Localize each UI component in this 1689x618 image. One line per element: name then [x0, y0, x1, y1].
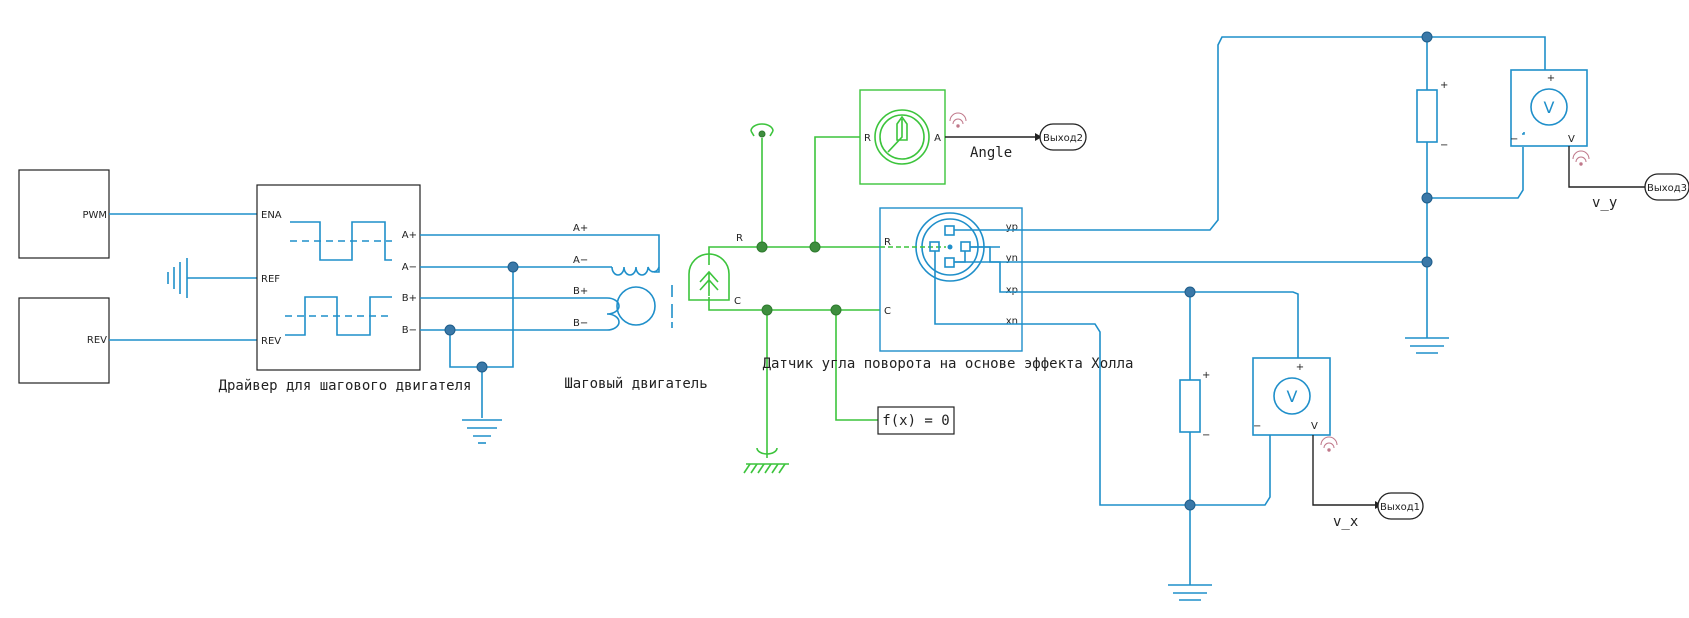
wire-vy-output[interactable]: [1568, 146, 1645, 188]
rev-port-label: REV: [87, 335, 107, 346]
svg-text:+: +: [1547, 73, 1555, 84]
junction: [1184, 499, 1196, 511]
junction: [830, 304, 842, 316]
mech-port-c: C: [734, 296, 741, 307]
driver-port-ref: REF: [261, 274, 280, 285]
wire-y-to-voltmeter[interactable]: [1427, 36, 1546, 70]
vx-signal-label: v_x: [1333, 514, 1358, 530]
mechanical-ground-icon: [743, 447, 789, 474]
hall-port-yp: yp: [1006, 222, 1018, 233]
motor-coil-a-icon: [611, 266, 660, 276]
signal-log-icon: [1572, 150, 1590, 166]
junction: [756, 241, 768, 253]
svg-text:V: V: [1311, 421, 1318, 432]
motor-port-a-minus: A−: [573, 255, 588, 266]
svg-text:−: −: [1253, 421, 1261, 432]
junction: [476, 361, 488, 373]
driver-port-a-plus: A+: [402, 230, 417, 241]
angle-sensor-port-r: R: [864, 133, 871, 144]
driver-ground-icon: [462, 419, 502, 444]
wire-a-plus[interactable]: [420, 234, 660, 273]
hall-port-r: R: [884, 237, 891, 248]
resistor-x[interactable]: + −: [1179, 370, 1210, 441]
motor-port-b-minus: B−: [573, 318, 588, 329]
svg-text:−: −: [1440, 140, 1448, 151]
wire-mech-r[interactable]: [708, 246, 880, 265]
ref-ground-icon: [167, 258, 257, 298]
wire-vx-output[interactable]: [1312, 435, 1375, 506]
output1-port[interactable]: Выход1: [1377, 492, 1424, 520]
svg-text:Выход3: Выход3: [1647, 183, 1687, 194]
motor-rotor-icon: [616, 286, 656, 326]
pwm-port-label: PWM: [82, 210, 107, 221]
svg-text:+: +: [1202, 370, 1210, 381]
driver-caption: Драйвер для шагового двигателя: [219, 378, 472, 394]
y-ground-icon: [1405, 337, 1449, 354]
wire-xp[interactable]: [1022, 291, 1299, 358]
svg-text:+: +: [1440, 80, 1448, 91]
svg-text:V: V: [1544, 98, 1555, 117]
wire-b-minus-ground[interactable]: [449, 330, 483, 418]
svg-text:Выход2: Выход2: [1043, 133, 1083, 144]
vy-signal-label: v_y: [1592, 195, 1617, 211]
hall-port-yn: yn: [1006, 253, 1018, 264]
stepper-motor-block[interactable]: A+ A− B+ B−: [573, 223, 730, 331]
hall-sensor-caption: Датчик угла поворота на основе эффекта Х…: [763, 356, 1134, 372]
rev-source-block[interactable]: REV: [18, 297, 110, 384]
driver-port-rev: REV: [261, 336, 281, 347]
angle-sensor-port-a: A: [934, 133, 941, 144]
pwm-source-block[interactable]: PWM: [18, 169, 110, 259]
stepper-driver-block[interactable]: ENA REF REV A+ A− B+ B−: [256, 184, 421, 371]
junction: [1421, 31, 1433, 43]
resistor-y[interactable]: + −: [1416, 80, 1448, 151]
junction: [1421, 256, 1433, 268]
svg-text:−: −: [1202, 430, 1210, 441]
driver-port-b-minus: B−: [402, 325, 417, 336]
svg-text:V: V: [1287, 387, 1298, 406]
output3-port[interactable]: Выход3: [1644, 173, 1689, 201]
wire-xn[interactable]: [1022, 323, 1190, 506]
voltmeter-x-block[interactable]: V + − V: [1252, 357, 1331, 436]
hall-port-xn: xn: [1006, 316, 1018, 327]
driver-port-ena: ENA: [261, 210, 282, 221]
driver-port-a-minus: A−: [402, 262, 417, 273]
svg-text:−: −: [1510, 134, 1518, 145]
junction: [761, 304, 773, 316]
motor-caption: Шаговый двигатель: [564, 376, 707, 392]
junction: [809, 241, 821, 253]
svg-text:Выход1: Выход1: [1380, 502, 1420, 513]
motor-port-b-plus: B+: [573, 286, 588, 297]
hall-port-c: C: [884, 306, 891, 317]
voltmeter-y-block[interactable]: V + − V: [1510, 69, 1588, 147]
hall-port-xp: xp: [1006, 285, 1018, 296]
angle-sensor-block[interactable]: R A: [859, 89, 946, 185]
gauge-icon: [874, 109, 930, 165]
motor-shaft-icon: [688, 253, 730, 301]
svg-text:+: +: [1296, 362, 1304, 373]
rotational-reference-icon: [750, 123, 774, 132]
signal-log-icon: [949, 112, 967, 128]
svg-text:V: V: [1568, 134, 1575, 145]
wire-yp[interactable]: [1022, 36, 1427, 231]
solver-configuration-block[interactable]: f(x) = 0: [877, 406, 955, 435]
angle-signal-label: Angle: [970, 145, 1012, 161]
junction: [507, 261, 519, 273]
driver-port-b-plus: B+: [402, 293, 417, 304]
junction: [1421, 192, 1433, 204]
wire-a-minus-ground[interactable]: [482, 267, 514, 368]
motor-port-a-plus: A+: [573, 223, 588, 234]
hall-sensor-block[interactable]: R C yp yn xp xn: [879, 207, 1023, 352]
junction: [444, 324, 456, 336]
mech-port-r: R: [736, 233, 743, 244]
wire-c-solver[interactable]: [835, 310, 878, 421]
wire-mech-c[interactable]: [708, 297, 880, 311]
signal-log-icon: [1320, 436, 1338, 452]
solver-label: f(x) = 0: [882, 413, 949, 429]
wire-r-angle[interactable]: [814, 136, 860, 247]
junction: [1184, 286, 1196, 298]
x-ground-icon: [1168, 584, 1212, 601]
output2-port[interactable]: Выход2: [1039, 123, 1087, 151]
